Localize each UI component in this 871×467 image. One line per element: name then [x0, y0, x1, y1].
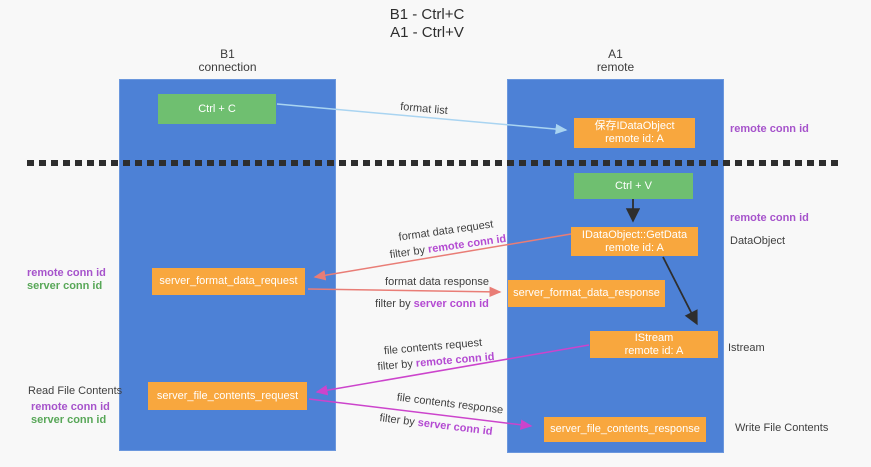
read-file-contents-label: Read File Contents	[28, 385, 123, 397]
left-column-header: B1 connection	[119, 48, 336, 74]
ctrl-v-label: Ctrl + V	[615, 179, 652, 192]
write-file-contents-label: Write File Contents	[735, 422, 829, 434]
node-server-format-data-request: server_format_data_request	[152, 268, 305, 295]
server-conn-id-highlight: server conn id	[413, 298, 489, 310]
istream-line2: remote id: A	[624, 344, 684, 357]
node-server-file-contents-response: server_file_contents_response	[544, 417, 706, 442]
right-column-subtitle: remote	[596, 60, 635, 74]
server-file-contents-request-label: server_file_contents_request	[156, 389, 299, 402]
right-remote-conn-id-label-2: remote conn id	[730, 212, 809, 224]
save-idataobject-line2: remote id: A	[605, 133, 664, 145]
node-ctrl-c: Ctrl + C	[158, 94, 276, 124]
left-remote-conn-id-label-2: remote conn id	[31, 401, 110, 413]
filter-by-text: filter by	[375, 298, 414, 310]
getdata-to-istream-arrow	[662, 256, 698, 326]
node-server-file-contents-request: server_file_contents_request	[148, 382, 307, 410]
format-data-response-filter-label: filter by server conn id	[375, 298, 489, 310]
left-remote-conn-id-label-1: remote conn id	[27, 267, 106, 279]
ctrl-c-label: Ctrl + C	[198, 102, 236, 115]
server-format-data-response-label: server_format_data_response	[513, 287, 660, 299]
diagram-title: B1 - Ctrl+C A1 - Ctrl+V	[297, 6, 557, 42]
node-save-idataobject: 保存IDataObject remote id: A	[574, 118, 695, 148]
istream-side-label: Istream	[728, 342, 765, 354]
file-contents-response-arrow	[308, 398, 533, 430]
left-column-name: B1	[220, 47, 235, 61]
right-remote-conn-id-label-1: remote conn id	[730, 123, 809, 135]
idataobject-getdata-line1: IDataObject::GetData	[581, 228, 688, 241]
save-idataobject-line1: 保存IDataObject	[594, 120, 675, 132]
node-server-format-data-response: server_format_data_response	[508, 280, 665, 307]
server-file-contents-response-label: server_file_contents_response	[550, 423, 700, 435]
right-column-name: A1	[608, 47, 623, 61]
right-column-header: A1 remote	[507, 48, 724, 74]
idataobject-getdata-line2: remote id: A	[605, 241, 664, 254]
node-istream: IStream remote id: A	[590, 331, 718, 358]
format-data-response-arrow	[307, 286, 502, 298]
left-column-subtitle: connection	[198, 60, 257, 74]
node-idataobject-getdata: IDataObject::GetData remote id: A	[571, 227, 698, 256]
format-data-request-arrow	[313, 233, 572, 281]
format-data-response-label: format data response	[385, 276, 489, 288]
format-list-arrow	[276, 103, 568, 135]
dataobject-label: DataObject	[730, 235, 786, 247]
title-line-1: B1 - Ctrl+C	[389, 6, 465, 23]
file-contents-request-arrow	[315, 344, 590, 396]
istream-line1: IStream	[634, 331, 674, 344]
left-server-conn-id-label-1: server conn id	[27, 280, 103, 292]
title-line-2: A1 - Ctrl+V	[390, 24, 464, 41]
left-server-conn-id-label-2: server conn id	[31, 414, 107, 426]
node-ctrl-v: Ctrl + V	[574, 173, 693, 199]
server-format-data-request-label: server_format_data_request	[159, 275, 298, 287]
